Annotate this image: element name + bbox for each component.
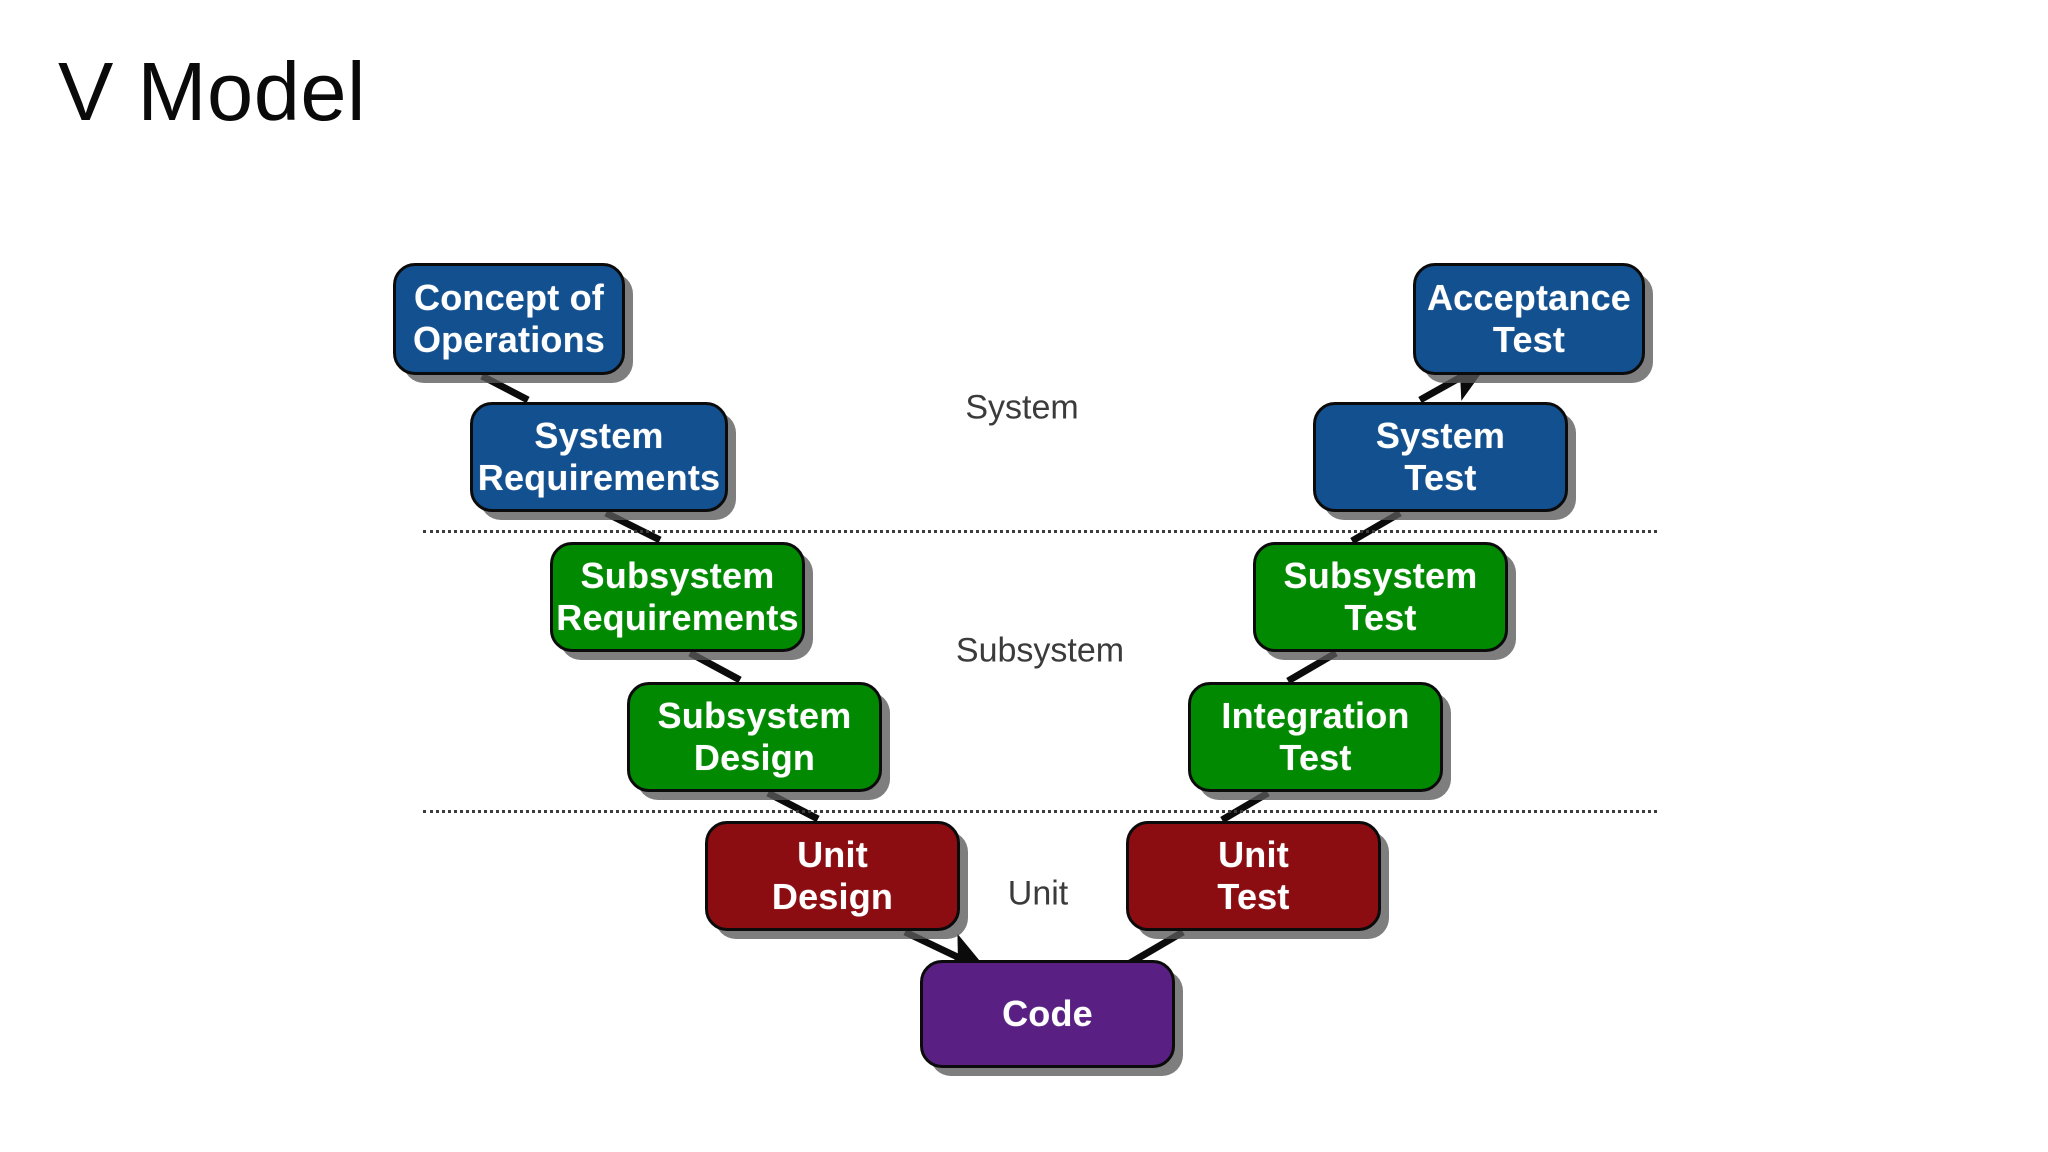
connector-code-to-unittest (1128, 928, 1185, 967)
node-subsystem-test-line-1: Subsystem (1283, 555, 1478, 597)
connector-systest-to-acceptance (1418, 360, 1491, 404)
connector-unittest-to-integ (1220, 789, 1270, 824)
system-subsystem-divider (423, 530, 1657, 533)
node-subsystem-requirements-line-2: Requirements (556, 597, 799, 638)
node-concept-of-operations-line-1: Concept of (414, 277, 604, 319)
connector-conops-to-sysreq (480, 372, 530, 404)
node-integration-test-line-1: Integration (1221, 695, 1410, 737)
node-unit-design-line-2: Design (771, 876, 894, 917)
connector-subsystest-to-systest (1350, 509, 1402, 545)
connector-subsysreq-to-subsysdes (688, 649, 742, 684)
connector-unitdes-to-code (903, 928, 989, 972)
node-acceptance-test-line-1: Acceptance (1426, 277, 1632, 319)
node-acceptance-test-line-2: Test (1492, 319, 1566, 360)
node-subsystem-design-line-1: Subsystem (657, 695, 852, 737)
band-label-unit: Unit (1007, 874, 1069, 913)
band-label-system: System (965, 388, 1079, 427)
page-title: V Model (58, 45, 366, 138)
node-subsystem-design-line-2: Design (693, 737, 816, 778)
node-code-line-1: Code (1002, 993, 1093, 1035)
connector-subsysdes-to-unitdes (766, 789, 820, 823)
node-unit-test-line-2: Test (1217, 876, 1290, 917)
node-system-test-line-2: Test (1404, 457, 1477, 498)
node-subsystem-test-line-2: Test (1344, 597, 1417, 638)
node-subsystem-requirements-line-1: Subsystem (580, 555, 775, 597)
connector-sysreq-to-subsysreq (604, 509, 662, 544)
node-unit-test-line-1: Unit (1218, 834, 1289, 876)
node-integration-test-line-2: Test (1279, 737, 1352, 778)
node-unit-design-line-1: Unit (797, 834, 868, 876)
node-concept-of-operations-line-2: Operations (412, 319, 606, 360)
node-system-test-line-1: System (1375, 415, 1506, 457)
band-label-subsystem: Subsystem (955, 631, 1125, 670)
node-system-requirements-line-1: System (534, 415, 664, 457)
connector-integ-to-subsystest (1286, 649, 1338, 685)
node-code[interactable]: Code (920, 960, 1175, 1068)
node-system-requirements-line-2: Requirements (477, 457, 721, 498)
subsystem-unit-divider (423, 810, 1657, 813)
